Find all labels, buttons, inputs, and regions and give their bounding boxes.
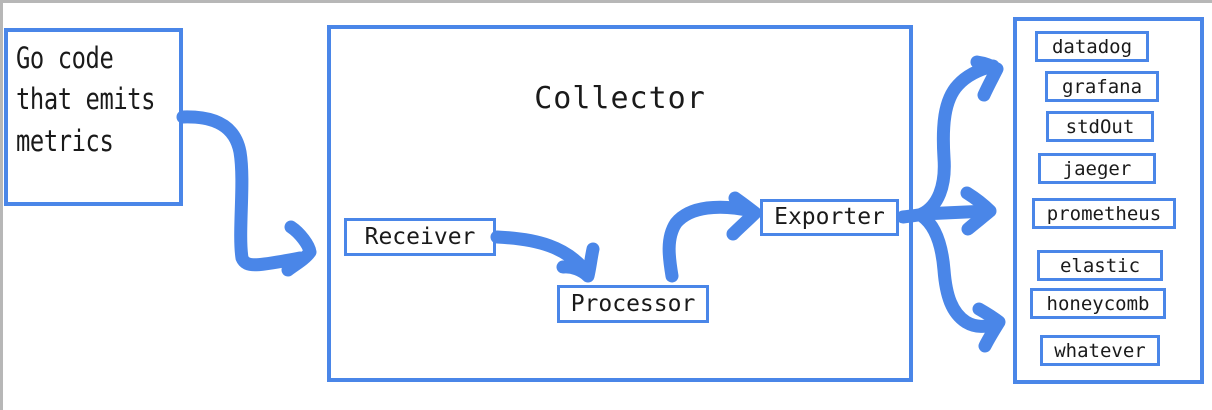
frame-top-edge <box>0 0 1212 3</box>
arrow-fanout-up <box>915 59 1000 221</box>
destination-item-honeycomb: honeycomb <box>1030 288 1166 319</box>
arrow-source-to-receiver-head <box>281 220 317 277</box>
destination-item-grafana: grafana <box>1045 71 1159 102</box>
destination-item-prometheus: prometheus <box>1032 198 1176 229</box>
arrow-fanout-mid <box>915 204 995 221</box>
arrow-fanout-down-head <box>972 302 1006 353</box>
source-line-3: metrics <box>16 123 114 158</box>
receiver-label: Receiver <box>364 223 476 250</box>
processor-label: Processor <box>570 290 696 317</box>
destination-item-jaeger: jaeger <box>1038 153 1156 184</box>
processor-box: Processor <box>557 285 709 323</box>
destination-item-datadog: datadog <box>1035 31 1149 62</box>
destination-label: whatever <box>1054 339 1146 362</box>
arrow-source-to-receiver <box>176 110 307 272</box>
source-box: Go code that emits metrics <box>4 28 183 206</box>
destination-label: stdOut <box>1065 115 1135 138</box>
arrow-fanout-up-head <box>970 55 1004 102</box>
arrow-fanout-down <box>915 209 1003 333</box>
destination-item-elastic: elastic <box>1037 250 1163 281</box>
source-line-2: that emits <box>16 82 156 117</box>
source-line-1: Go code <box>16 41 114 75</box>
exporter-label: Exporter <box>774 204 885 231</box>
destination-item-stdOut: stdOut <box>1046 111 1154 142</box>
destination-label: prometheus <box>1046 202 1162 225</box>
destination-label: grafana <box>1061 75 1143 98</box>
receiver-box: Receiver <box>344 218 496 256</box>
destination-label: honeycomb <box>1046 292 1150 315</box>
destination-item-whatever: whatever <box>1040 335 1160 366</box>
exporter-box: Exporter <box>760 199 899 236</box>
destination-label: elastic <box>1059 254 1141 277</box>
source-box-text: Go code that emits metrics <box>16 38 155 162</box>
destination-label: datadog <box>1051 35 1133 58</box>
arrow-fanout-mid-head <box>960 186 997 236</box>
collector-title: Collector <box>534 81 706 116</box>
frame-left-edge <box>0 0 3 410</box>
destination-label: jaeger <box>1062 157 1132 180</box>
